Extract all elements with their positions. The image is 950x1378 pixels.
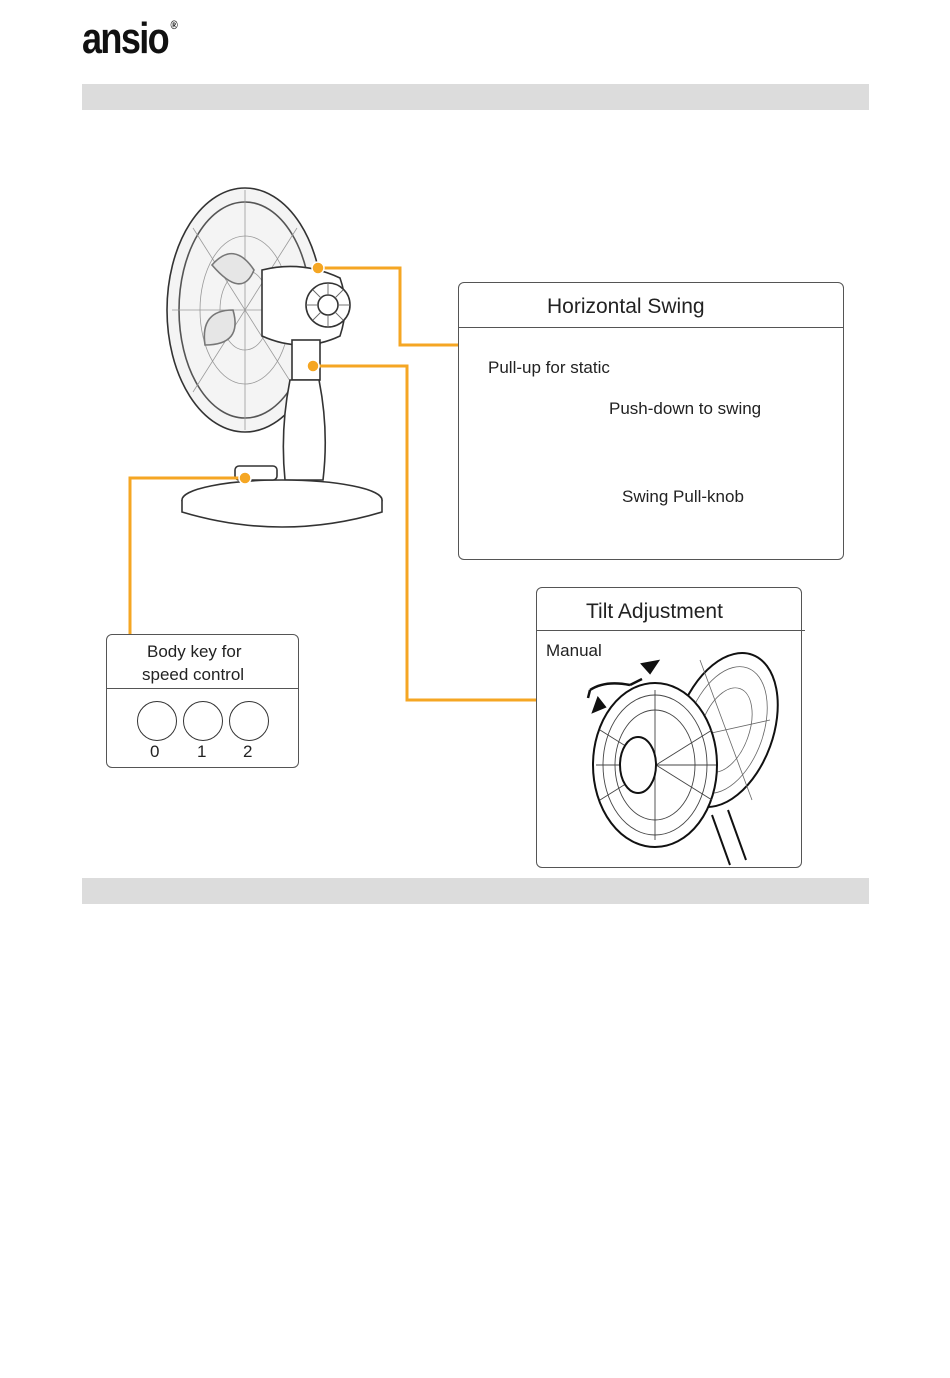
speed-key-1[interactable] <box>183 701 223 741</box>
speed-title-line2: speed control <box>142 665 244 685</box>
callout-dot-speed <box>239 472 251 484</box>
horizontal-swing-box: Horizontal Swing <box>458 282 844 560</box>
fan-illustration <box>167 188 382 527</box>
horizontal-swing-title: Horizontal Swing <box>547 295 705 319</box>
tilt-divider <box>537 630 805 631</box>
callout-dot-tilt <box>307 360 319 372</box>
push-down-label: Push-down to swing <box>609 399 761 419</box>
speed-key-0[interactable] <box>137 701 177 741</box>
speed-control-box: Body key for speed control 0 1 2 <box>106 634 299 768</box>
speed-key-label-1: 1 <box>197 742 206 762</box>
callout-dot-swing <box>312 262 324 274</box>
speed-title-line1: Body key for <box>147 642 242 662</box>
speed-divider <box>107 688 298 689</box>
swing-knob-label: Swing Pull-knob <box>622 487 744 507</box>
speed-key-label-0: 0 <box>150 742 159 762</box>
speed-key-label-2: 2 <box>243 742 252 762</box>
tilt-adjustment-box: Tilt Adjustment <box>536 587 802 868</box>
tilt-adjustment-title: Tilt Adjustment <box>586 600 723 624</box>
speed-key-2[interactable] <box>229 701 269 741</box>
pull-up-label: Pull-up for static <box>488 358 610 378</box>
horizontal-swing-divider <box>459 327 843 328</box>
tilt-manual-label: Manual <box>546 641 602 661</box>
